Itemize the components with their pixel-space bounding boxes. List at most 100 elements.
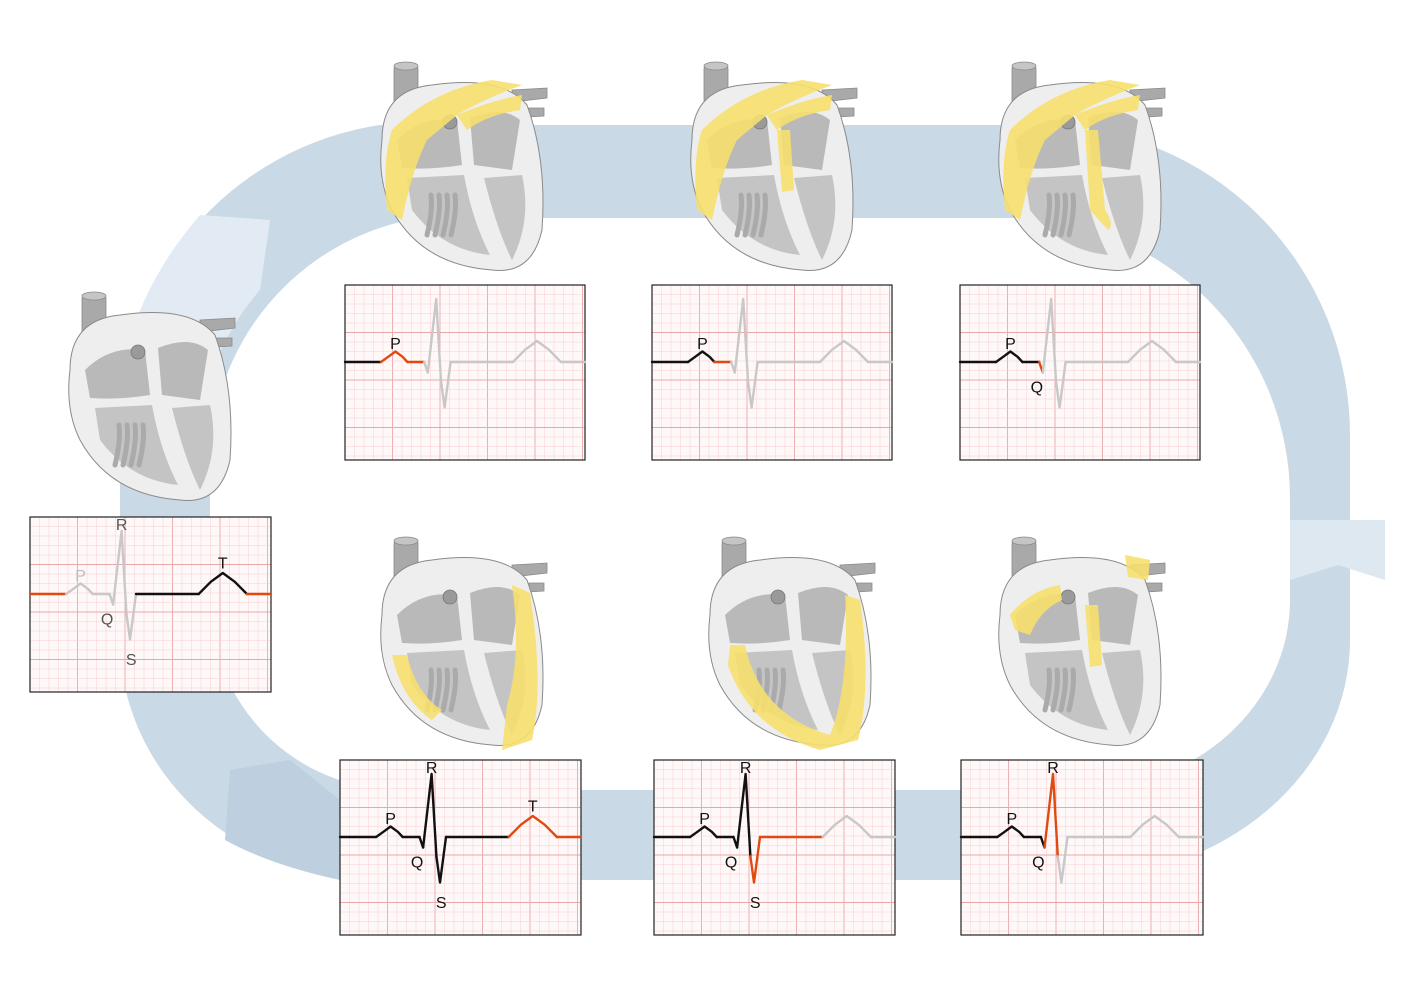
ecg-frame [29,516,272,693]
ecg-frame [651,284,893,461]
ecg-label-q: Q [1032,855,1044,872]
ecg-trace-s [125,592,138,641]
ecg-trace-t [197,571,249,596]
ecg-grid [345,285,585,460]
ecg-paper [961,760,1203,935]
ecg-trace-t [1126,339,1178,364]
ecg-grid [30,517,271,692]
impulse-atria [1003,80,1140,220]
ecg-paper [30,517,271,692]
ecg-paper [345,285,585,460]
ecg-label-p: P [390,336,401,353]
left-ventricle-icon [794,175,836,260]
impulse-atria [695,80,832,220]
ecg-trace-r [111,529,128,615]
left-atrium-icon [470,111,520,170]
ecg-panel-septal-depolarization: PQ [958,284,1202,461]
impulse-atria [385,80,522,220]
ecg-frame [960,759,1204,936]
ecg-trace-t [1129,814,1180,839]
heart-ventricular-icon [708,536,876,750]
ecg-trace-t [821,814,873,839]
left-ventricle-icon [1102,175,1144,260]
impulse-ventricles-full [728,595,866,750]
ecg-trace-s [1054,360,1067,409]
ecg-label-t: T [218,556,228,573]
ecg-label-r: R [1047,760,1059,777]
heart-apical-icon [998,536,1166,746]
ecg-trace-r [421,772,438,858]
ecg-trace-t [818,339,870,364]
ecg-label-q: Q [725,855,737,872]
ecg-trace-r [1043,772,1059,858]
ecg-label-q: Q [1031,380,1043,397]
right-atrium-icon [725,594,790,644]
right-atrium-icon [85,349,150,399]
ecg-label-t: T [528,799,538,816]
cycle-band-highlight-bottom [225,760,340,880]
ecg-panel-atrial-depolarization: P [343,284,587,461]
ecg-trace-t [507,814,559,839]
ecg-paper [340,760,581,935]
heart-resting-icon [68,291,236,501]
ecg-trace-r [733,297,750,383]
ecg-trace-s [749,835,762,884]
ecg-trace-t [511,339,563,364]
ecg-trace-p [688,825,718,839]
ecg-grid [960,285,1200,460]
ecg-label-p: P [699,811,710,828]
ecg-label-p: P [1006,811,1017,828]
impulse-atria-upper [1010,555,1150,635]
ecg-trace-s [435,835,448,884]
ecg-paper [654,760,895,935]
ecg-frame [339,759,582,936]
ecg-label-q: Q [101,612,113,629]
heart-atrial-depolarization-icon [380,61,548,271]
left-ventricle-icon [1102,650,1144,735]
ecg-label-p: P [385,811,396,828]
ecg-trace-p [996,825,1026,839]
ecg-label-r: R [426,760,438,777]
ecg-trace-s [1056,835,1069,884]
ecg-panel-apical-depolarization: P Q R [959,759,1205,936]
heart-av-node-icon [690,61,858,271]
ecg-trace-r [1041,297,1058,383]
ecg-grid [340,760,581,935]
ecg-trace-p [64,582,94,596]
left-atrium-icon [158,341,208,400]
ecg-trace-p [379,350,409,364]
ecg-paper [960,285,1200,460]
left-ventricle-icon [484,175,526,260]
impulse-septum-upper [1085,605,1102,667]
ecg-label-s: S [436,895,447,912]
heart-septal-icon [998,61,1166,271]
ecg-label-p: P [75,568,86,585]
ecg-label-s: S [126,652,137,669]
ecg-trace-r [735,772,752,858]
ecg-label-p: P [1005,336,1016,353]
left-atrium-icon [470,586,520,645]
ecg-trace-r [426,297,443,383]
heart-illustrations [68,61,1166,750]
right-atrium-icon [397,594,462,644]
ecg-frame [959,284,1201,461]
ecg-frame [344,284,586,461]
left-ventricle-icon [172,405,214,490]
left-atrium-icon [798,586,848,645]
ecg-trace-p [994,350,1024,364]
ecg-trace-p [686,350,716,364]
left-atrium-icon [1088,586,1138,645]
impulse-septum-full [1085,130,1111,230]
ecg-trace-p [374,825,404,839]
ecg-label-p: P [697,336,708,353]
ecg-trace-s [746,360,759,409]
impulse-ventricles-outer [392,585,538,750]
left-atrium-icon [1088,111,1138,170]
ecg-grid [652,285,892,460]
cycle-arrow-right [1290,520,1385,580]
ecg-label-s: S [750,895,761,912]
